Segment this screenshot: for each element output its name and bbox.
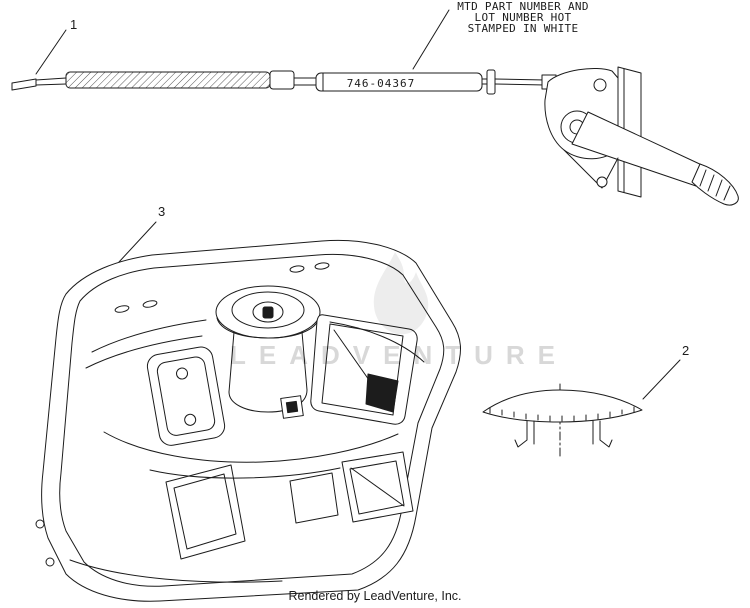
watermark-text: LEADVENTURE	[230, 340, 569, 370]
footer-credit: Rendered by LeadVenture, Inc.	[288, 589, 462, 603]
annotation-note: MTD PART NUMBER AND LOT NUMBER HOT STAMP…	[448, 1, 598, 34]
annotation-line: MTD PART NUMBER AND	[457, 0, 589, 13]
lever-assembly-drawing	[541, 66, 739, 206]
console-panel-drawing	[35, 239, 461, 602]
callout-2: 2	[682, 343, 690, 358]
callout-leader-lines	[35, 9, 681, 400]
callout-3: 3	[158, 204, 166, 219]
watermark-flame	[373, 252, 429, 335]
cable-part-number-label: 746-04367	[346, 77, 416, 90]
annotation-line: LOT NUMBER HOT	[474, 11, 572, 24]
cable-assembly-drawing	[11, 69, 546, 95]
callout-1: 1	[70, 17, 78, 32]
cap-fastener-drawing	[482, 383, 643, 457]
annotation-line: STAMPED IN WHITE	[467, 22, 579, 35]
